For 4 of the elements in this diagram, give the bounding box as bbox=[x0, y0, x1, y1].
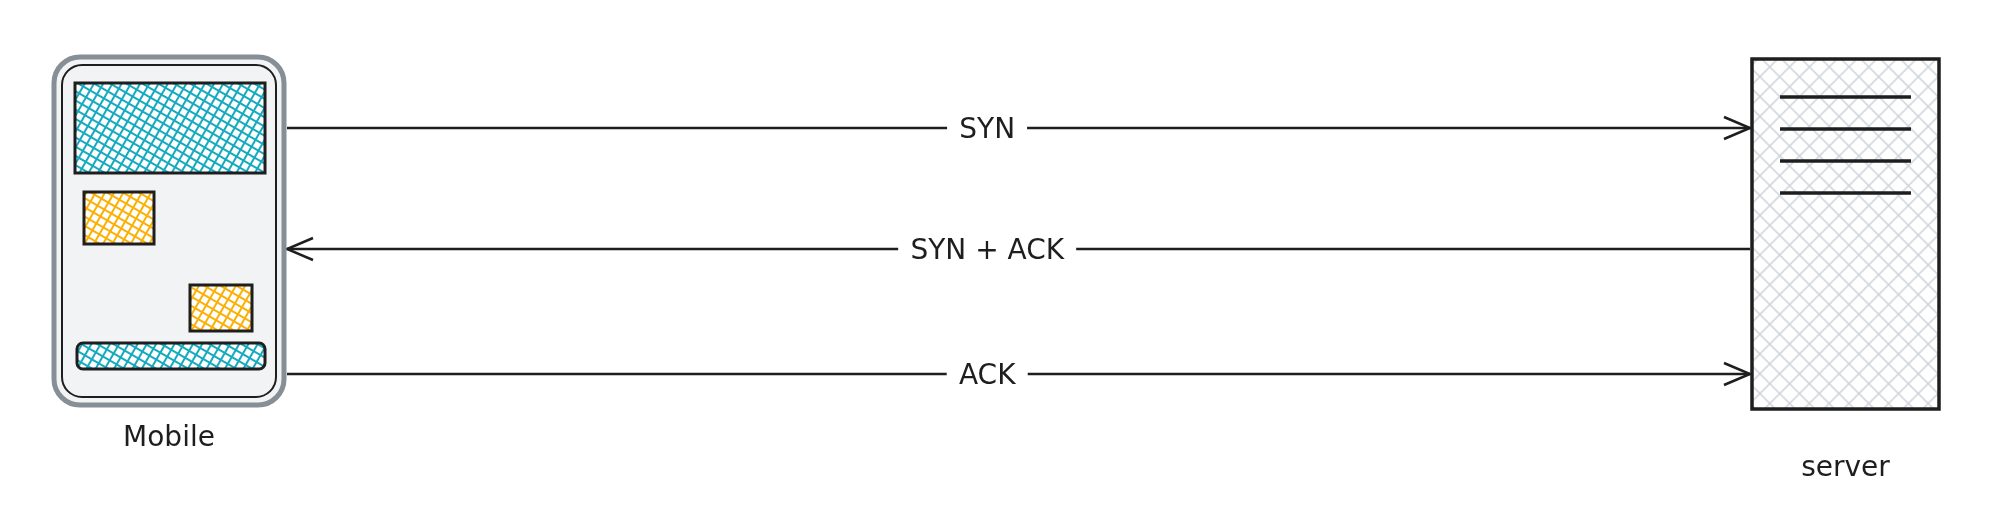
arrow bbox=[287, 361, 1752, 387]
arrow bbox=[287, 115, 1752, 141]
device-label: Mobile bbox=[123, 420, 215, 453]
device-label: server bbox=[1801, 450, 1890, 483]
